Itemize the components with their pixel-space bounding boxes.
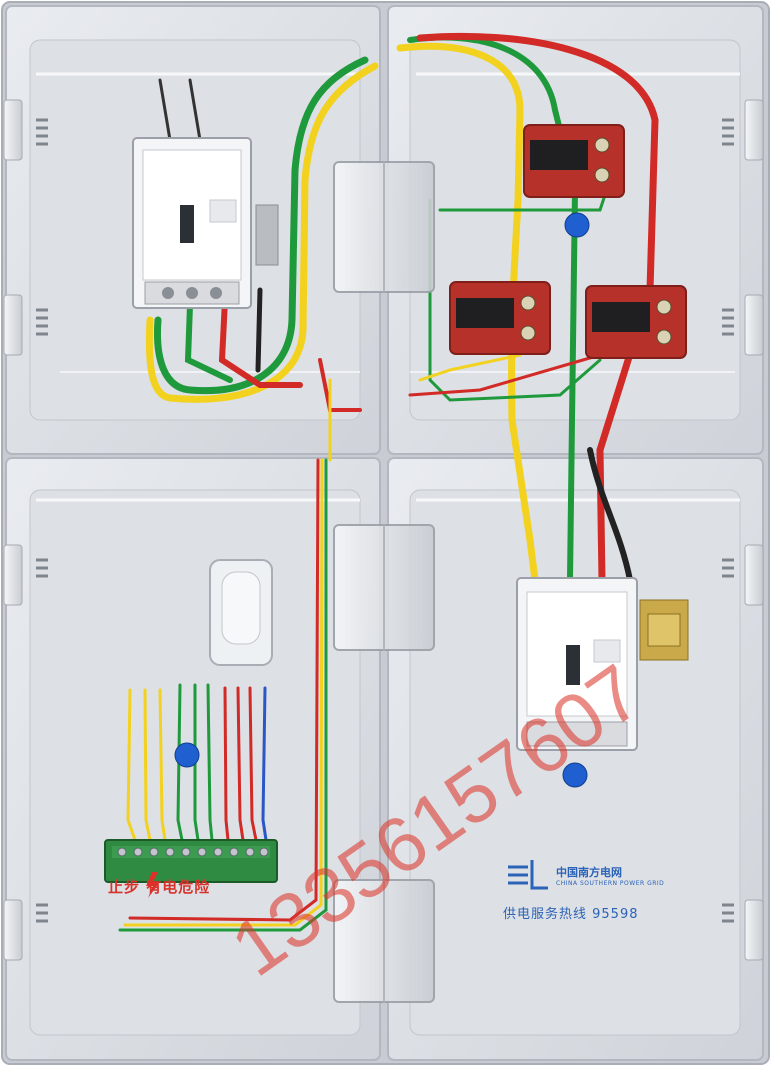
terminal-block [104, 839, 278, 883]
brand-name: 中国南方电网 [556, 866, 622, 879]
vent-slots [36, 118, 734, 923]
csg-logo-icon [508, 860, 548, 890]
brand-name-en: CHINA SOUTHERN POWER GRID [556, 880, 665, 887]
warning-label: 止步 有电危险 [108, 878, 211, 896]
current-transformer-right [585, 285, 687, 359]
service-hotline: 供电服务热线 95598 [503, 907, 639, 922]
meter-window [209, 559, 273, 666]
center-hinges [333, 161, 435, 1003]
lower-breaker [516, 577, 689, 751]
current-transformer-top [523, 124, 625, 198]
seal-screws [174, 212, 590, 788]
lightning-icon [146, 872, 160, 898]
side-latches [3, 99, 764, 961]
current-transformer-left [449, 281, 551, 355]
upper-breaker [132, 137, 279, 309]
wiring [118, 32, 659, 932]
